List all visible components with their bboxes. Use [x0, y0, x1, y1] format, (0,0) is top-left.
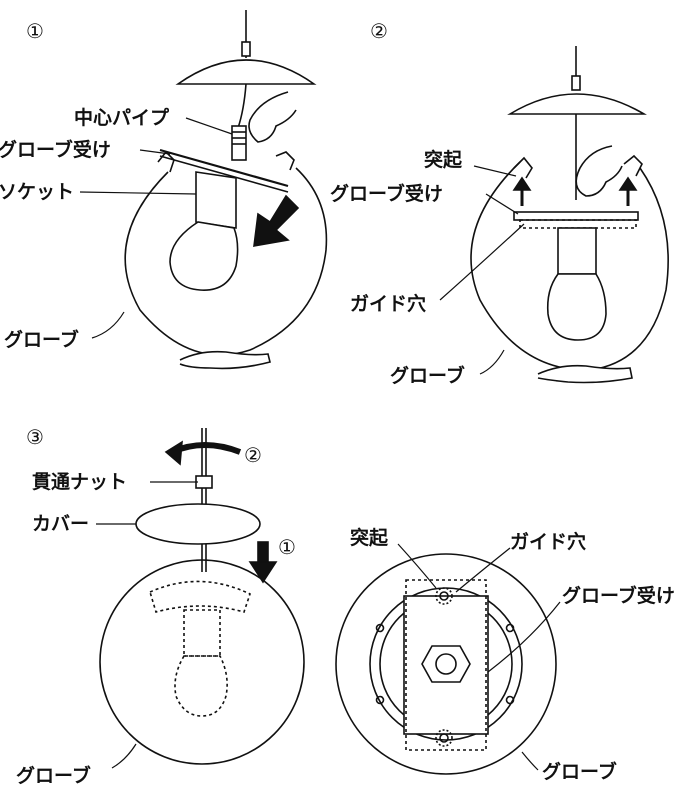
label-guide-hole-2: ガイド穴: [510, 530, 586, 553]
panel-top-view: [335, 553, 557, 775]
rotate-step-marker: ②: [244, 443, 262, 467]
panel-top-view-leaders: [397, 543, 561, 771]
drop-step-marker: ①: [278, 535, 296, 559]
panel-1-leaders: [79, 117, 233, 339]
panel-step-3: [99, 428, 305, 765]
panel-step-2: [470, 46, 669, 384]
label-globe-holder: グローブ受け: [0, 138, 111, 161]
label-protrusion: 突起: [424, 148, 463, 171]
panel-3-leaders: [96, 481, 198, 769]
label-center-pipe: 中心パイプ: [74, 106, 170, 129]
label-globe-holder-3: グローブ受け: [562, 584, 675, 607]
label-globe-4: グローブ: [542, 760, 617, 783]
label-cover: カバー: [32, 513, 89, 535]
label-globe-3: グローブ: [16, 764, 91, 787]
step-1-marker: ①: [26, 19, 44, 43]
step-3-marker: ③: [26, 425, 44, 449]
panel-2-leaders: [439, 165, 525, 375]
step-2-marker: ②: [370, 19, 388, 43]
label-globe: グローブ: [4, 328, 79, 351]
label-globe-2: グローブ: [390, 364, 465, 387]
label-socket: ソケット: [0, 181, 74, 203]
panel-step-1: [124, 10, 328, 370]
label-globe-holder-2: グローブ受け: [330, 182, 443, 205]
label-guide-hole: ガイド穴: [350, 292, 426, 315]
label-through-nut: 貫通ナット: [32, 471, 127, 493]
label-protrusion-2: 突起: [350, 526, 389, 549]
